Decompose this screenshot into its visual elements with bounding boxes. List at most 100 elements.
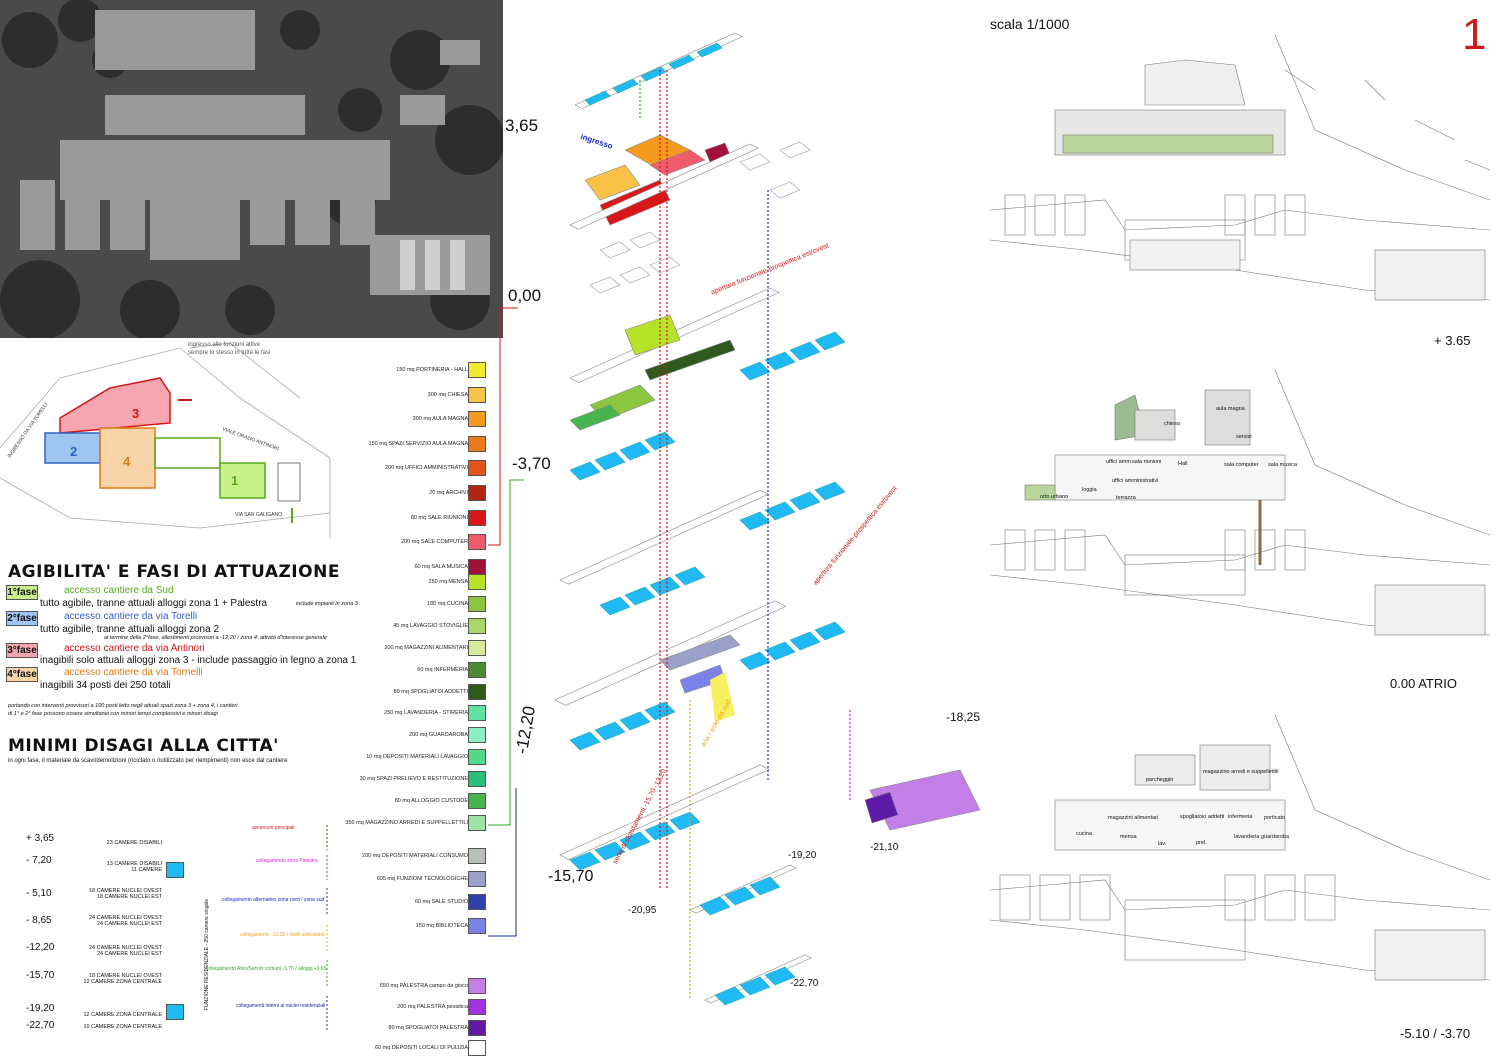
function-swatch — [468, 998, 486, 1015]
axo-room — [619, 711, 651, 731]
phase-1-desc: tutto agibile, tranne attuali alloggi zo… — [40, 598, 268, 609]
function-label: 150 mq BIBLIOTECA — [415, 922, 468, 929]
aerial-photo — [0, 0, 503, 338]
function-swatch — [468, 727, 486, 744]
svg-text:4: 4 — [123, 454, 131, 469]
function-swatch — [468, 978, 486, 994]
function-label: 250 mq LAVANDERIA - STIRERIA — [384, 710, 468, 717]
phase-2-desc: tutto agibile, tranne attuali alloggi zo… — [40, 624, 220, 635]
function-swatch — [468, 749, 486, 766]
function-legend-row: 180 mq CUCINA — [340, 595, 490, 612]
phase-4-desc: inagibili 34 posti dei 250 totali — [40, 680, 171, 691]
function-label: 30 mq SPAZI PRELIEVO E RESTITUZIONE — [359, 776, 468, 783]
plan-level-label: -5.10 / -3.70 — [1400, 1026, 1471, 1041]
axo-room — [789, 491, 821, 511]
level-value: - 5,10 — [26, 888, 52, 899]
function-swatch — [468, 595, 486, 612]
function-label: 200 mq GUARDAROBA — [409, 732, 468, 739]
axo-room — [764, 351, 796, 371]
axo-room — [789, 341, 821, 361]
function-swatch — [468, 386, 486, 403]
level-desc: 13 CAMERE DISABILI 11 CAMERE — [106, 861, 162, 873]
axo-room — [594, 841, 626, 861]
level-desc: 18 CAMERE NUCLEI OVEST 12 CAMERE ZONA CE… — [83, 973, 162, 985]
function-label: 60 mq INFERMERIA — [417, 666, 468, 673]
function-label: 300 mq CHIESA — [427, 391, 468, 398]
level-value: -15,70 — [26, 970, 55, 981]
function-label: 45 mq LAVAGGIO STOVIGLIE — [393, 622, 468, 629]
room-label: lavanderia guardaroba — [1234, 834, 1290, 840]
room-label: cucina — [1076, 831, 1092, 837]
room-label: uffici amministrativi — [1112, 478, 1159, 484]
axo-room — [764, 966, 796, 986]
axo-room — [594, 451, 626, 471]
svg-text:2: 2 — [70, 444, 77, 459]
axo-room — [569, 731, 601, 751]
function-legend-row: 250 mq MENSA — [340, 574, 490, 590]
level-value: -12,20 — [26, 942, 55, 953]
function-legend-row: 80 mq SALE RIUNIONI — [340, 509, 490, 526]
axo-module — [649, 256, 681, 274]
function-legend-row: 200 mq UFFICI AMMINISTRATIVI — [340, 460, 490, 477]
function-swatch — [468, 683, 486, 700]
axo-room — [624, 586, 656, 606]
axo-room — [569, 461, 601, 481]
phase-3-access: accesso cantiere da via Antinori — [64, 643, 205, 654]
floor-plans — [989, 34, 1491, 981]
function-swatch — [468, 574, 486, 590]
room-label: sala riunioni — [1132, 459, 1162, 465]
function-label: 200 mq PALESTRA pesistica — [397, 1003, 468, 1010]
axo-room — [640, 66, 667, 82]
axo-room — [749, 876, 781, 896]
function-swatch — [468, 411, 486, 428]
function-swatch — [468, 485, 486, 501]
axo-room — [584, 164, 641, 201]
axo-room — [764, 641, 796, 661]
site-caption: sempre lo stesso in tutte le fasi — [188, 350, 271, 356]
plan-level-label: 0.00 ATRIO — [1390, 676, 1457, 691]
phases-title: AGIBILITA' E FASI DI ATTUAZIONE — [8, 562, 340, 582]
connection-label: collegamento alternativo zona nord / zon… — [222, 897, 325, 903]
function-legend-row: 200 mq SALE COMPUTER — [340, 534, 490, 551]
axo-room — [668, 54, 695, 70]
function-label: 20 mq ARCHIVI — [429, 490, 468, 496]
function-label: 350 mq MAGAZZINO ARREDI E SUPPELLETTILI — [345, 819, 468, 826]
level-value: -19,20 — [26, 1003, 55, 1014]
axo-room — [739, 976, 771, 996]
function-legend-row: 300 mq CHIESA — [340, 386, 490, 403]
function-label: 300 mq AULA MAGNA — [412, 416, 468, 423]
function-label: 80 mq SPOGLIATOI PALESTRA — [388, 1024, 468, 1031]
function-label: 200 mq MAGAZZINI ALIMENTARI — [384, 644, 468, 651]
function-label: 650 mq PALESTRA campo da gioco — [379, 983, 468, 989]
function-swatch — [468, 1019, 486, 1036]
street-label: VIA SAN GALIGANO — [235, 512, 282, 518]
function-legend-row: 350 mq MAGAZZINO ARREDI E SUPPELLETTILI — [340, 814, 490, 831]
axo-room — [569, 851, 601, 871]
phase-3-desc: inagibili solo attuali alloggi zona 3 - … — [40, 655, 357, 666]
function-legend-row: 60 mq DEPOSITI LOCALI DI PULIZIA — [340, 1040, 490, 1057]
function-label: 605 mq FUNZIONI TECNOLOGICHE — [376, 876, 468, 883]
axo-room — [619, 831, 651, 851]
function-legend-row: 60 mq SALE STUDIO — [340, 894, 490, 911]
phase-3-box: 3°fase — [6, 643, 38, 658]
function-swatch — [468, 848, 486, 864]
axo-room — [584, 90, 611, 106]
axo-level-label: -15,70 — [548, 868, 594, 885]
function-label: 60 mq DEPOSITI LOCALI DI PULIZIA — [375, 1045, 468, 1052]
axo-module — [739, 153, 771, 171]
level-desc: 10 CAMERE ZONA CENTRALE — [83, 1024, 162, 1030]
room-label: servizi — [1236, 434, 1252, 440]
connection-label: collegamento -12,20 / livelli sottostant… — [240, 932, 325, 938]
room-label: lav. — [1158, 841, 1167, 847]
axo-slab — [569, 143, 760, 230]
axo-room — [599, 596, 631, 616]
function-swatch — [468, 362, 486, 378]
function-label: 80 mq SPOGLIATOI ADDETTI — [393, 688, 468, 695]
room-label: sala computer — [1224, 462, 1259, 468]
function-label: 200 mq SALE COMPUTER — [401, 539, 468, 546]
function-swatch — [468, 534, 486, 551]
level-desc: 24 CAMERE NUCLEI OVEST 24 CAMERE NUCLEI … — [88, 945, 162, 957]
function-legend-row: 250 mq LAVANDERIA - STIRERIA — [340, 705, 490, 722]
axo-room — [569, 404, 621, 431]
residential-swatch — [166, 1004, 184, 1020]
